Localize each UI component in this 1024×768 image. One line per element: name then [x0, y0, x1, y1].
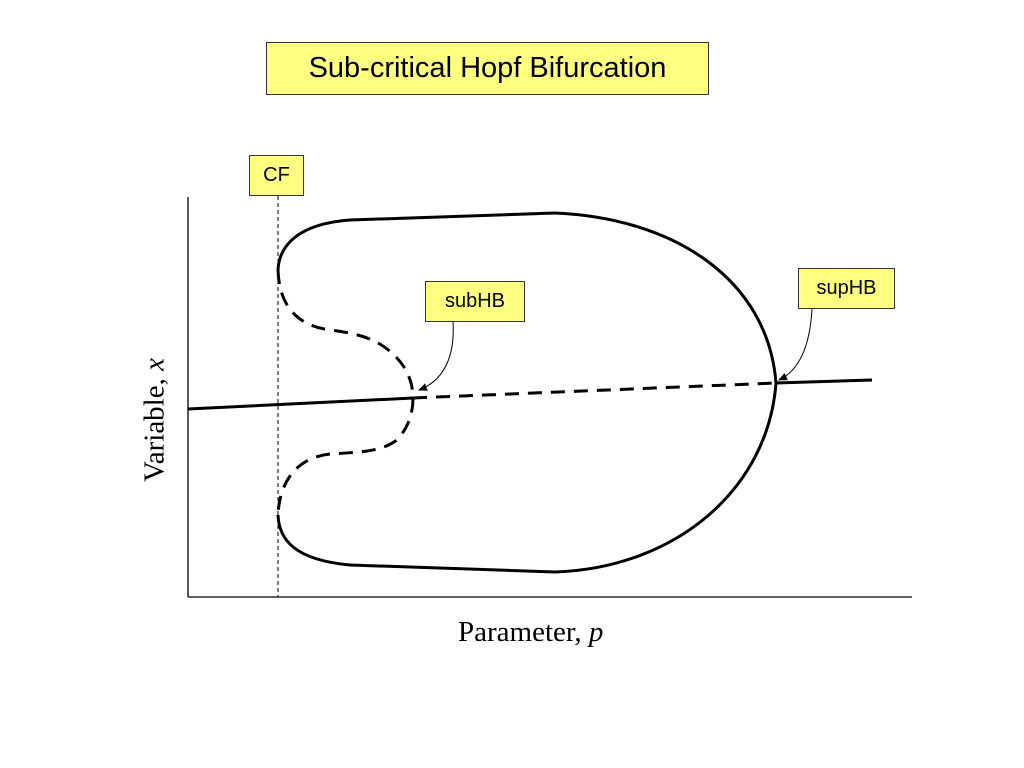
cf-label: CF [249, 155, 304, 196]
equilibrium-stable-right [775, 378, 873, 385]
suphb-pointer [778, 308, 813, 381]
equilibrium-stable-left [187, 396, 414, 411]
unstable-limit-cycle-branch [276, 269, 415, 516]
y-axis-label-text: Variable, [138, 370, 171, 482]
equilibrium-unstable [412, 381, 777, 400]
x-axis-variable: p [588, 616, 604, 648]
stable-limit-cycle-branch [276, 211, 778, 574]
subhb-pointer [418, 321, 454, 391]
x-axis-label: Parameter, p [458, 616, 603, 649]
y-axis-label: Variable, x [139, 358, 172, 482]
x-axis-label-text: Parameter, [458, 616, 589, 648]
y-axis-variable: x [138, 358, 171, 371]
subhb-label: subHB [425, 281, 525, 322]
suphb-label: supHB [798, 268, 895, 309]
diagram-title: Sub-critical Hopf Bifurcation [266, 42, 709, 95]
